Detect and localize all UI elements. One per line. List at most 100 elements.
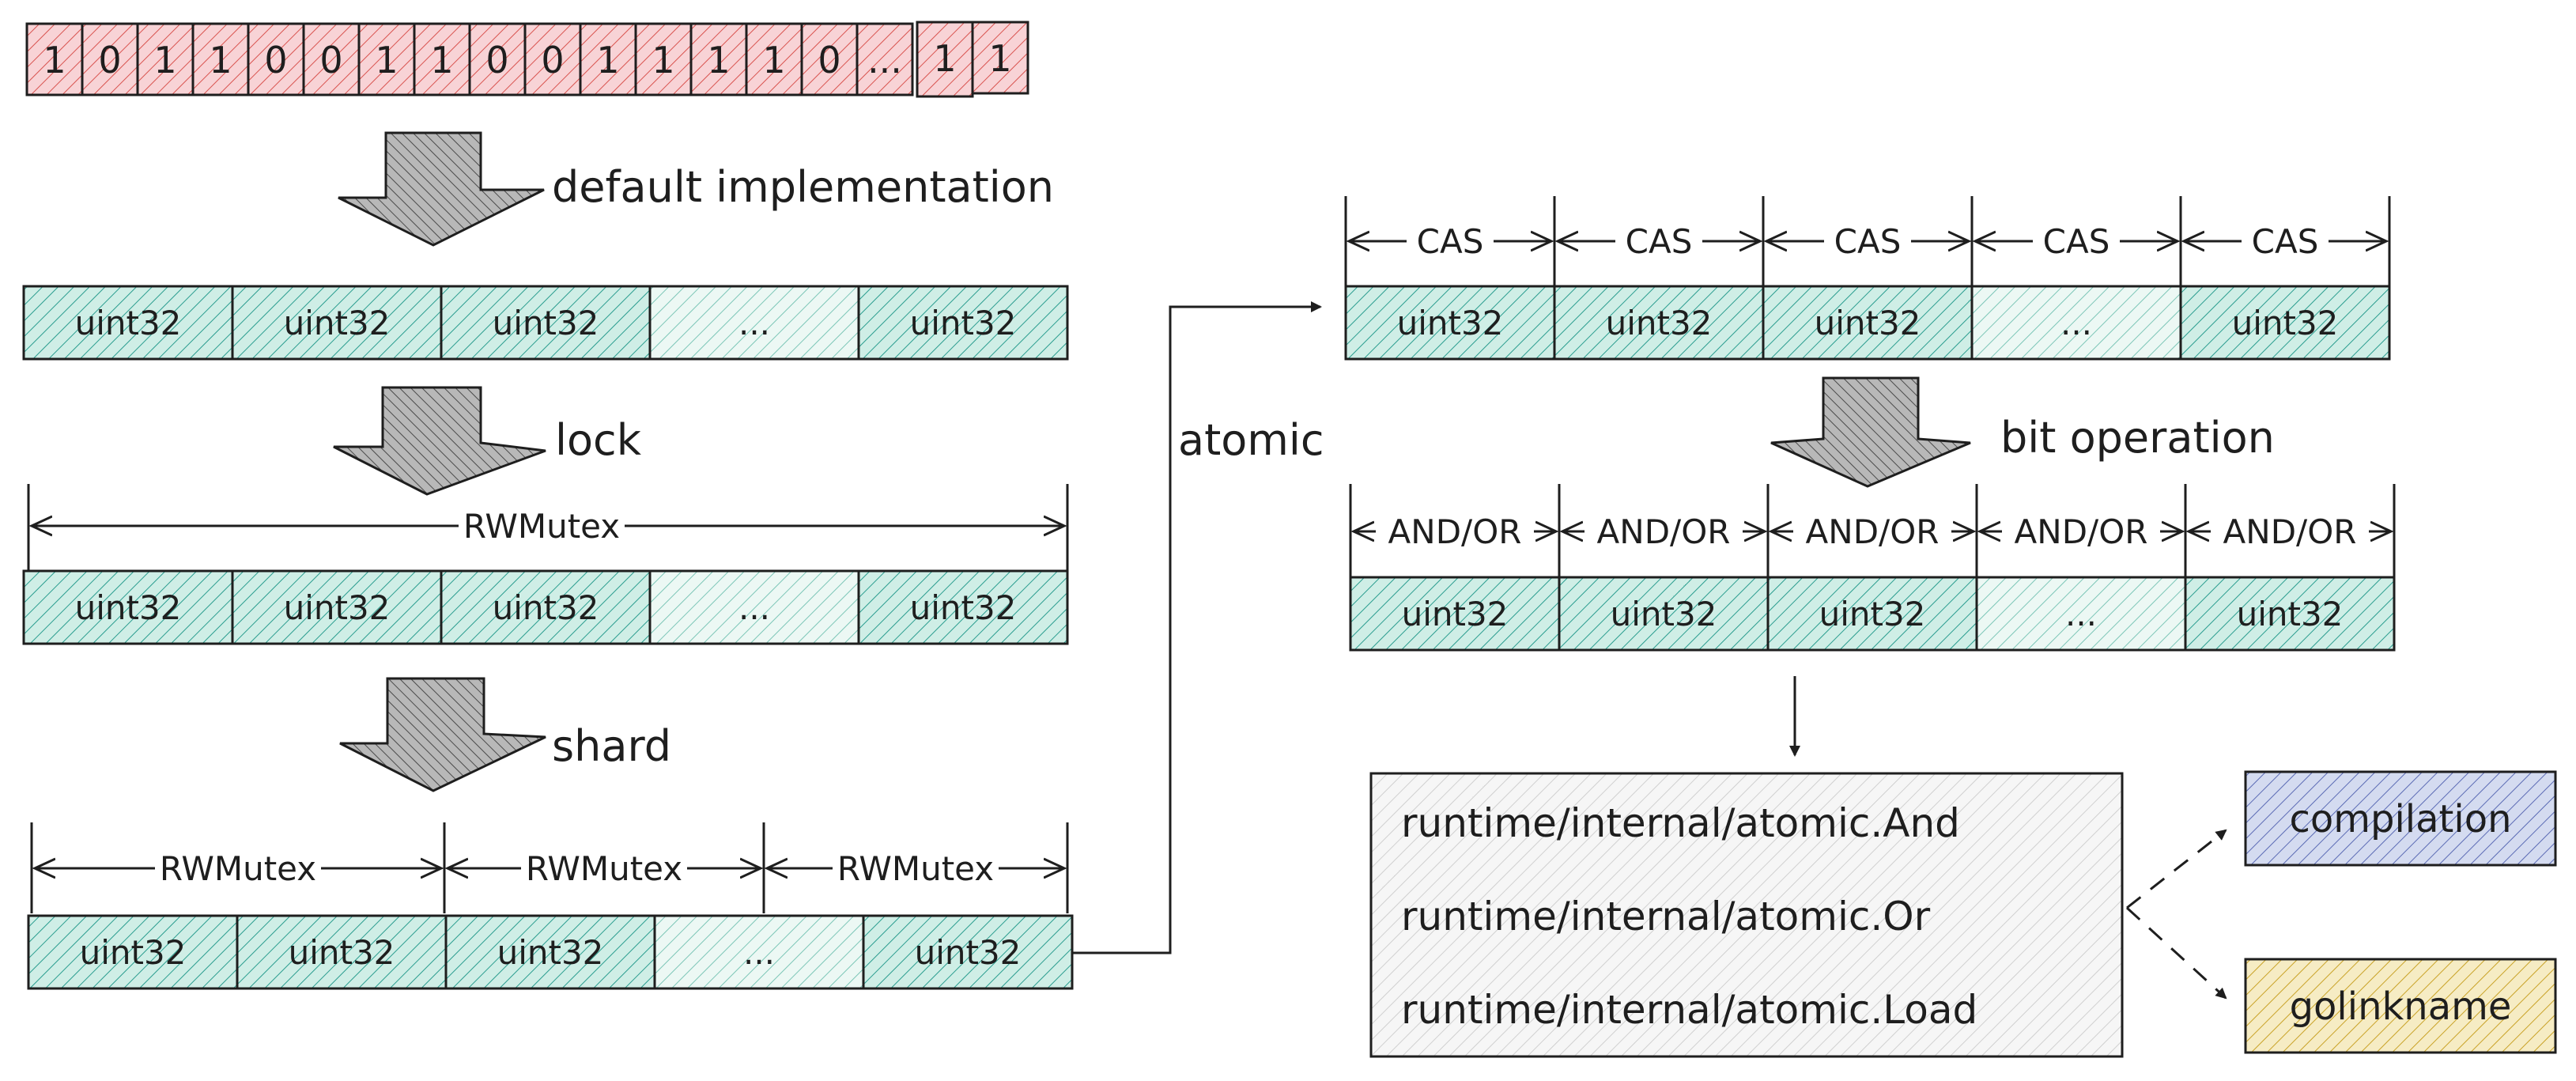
word-label: uint32	[493, 304, 599, 342]
and-or-span: AND/OR	[1771, 512, 1974, 551]
word-label: uint32	[910, 588, 1017, 627]
cas-span-label: CAS	[2043, 222, 2110, 261]
word-label: uint32	[493, 588, 599, 627]
shard-rwmutex-label: RWMutex	[526, 849, 682, 888]
word-label: uint32	[284, 304, 391, 342]
shard-rwmutex-label: RWMutex	[160, 849, 316, 888]
down-arrow-shard	[339, 677, 546, 792]
word-label: uint32	[284, 588, 391, 627]
word-cell: ...	[1975, 576, 2187, 652]
word-cell: uint32	[857, 285, 1069, 361]
bit-cell: ...	[856, 22, 914, 96]
word-label: uint32	[1815, 304, 1921, 342]
word-label: ...	[2065, 595, 2097, 633]
cas-span-label: CAS	[1626, 222, 1693, 261]
word-cell: uint32	[27, 914, 239, 990]
bit-value: 1	[596, 39, 619, 81]
word-cell: uint32	[444, 914, 656, 990]
bit-cell: 1	[25, 22, 84, 96]
runtime-func-load: runtime/internal/atomic.Load	[1401, 987, 1977, 1033]
bit-value: 1	[209, 39, 232, 81]
and-or-span-label: AND/OR	[1597, 512, 1731, 551]
bit-value: 0	[98, 39, 121, 81]
word-row-bitop: uint32 uint32 uint32... uint32	[1349, 576, 2396, 652]
bit-cell: 1	[634, 22, 693, 96]
word-label: uint32	[910, 304, 1017, 342]
bit-value: 1	[375, 39, 398, 81]
caption-default-implementation: default implementation	[552, 162, 1054, 212]
shard-rwmutex-span: RWMutex	[35, 849, 441, 888]
word-label: uint32	[1402, 595, 1509, 633]
and-or-span: AND/OR	[1354, 512, 1556, 551]
word-cell: uint32	[1766, 576, 1978, 652]
bit-cell: 0	[302, 22, 361, 96]
word-label: ...	[738, 588, 770, 627]
bit-value: 1	[430, 39, 453, 81]
shard-rwmutex-span: RWMutex	[767, 849, 1064, 888]
runtime-code-box: runtime/internal/atomic.And runtime/inte…	[1369, 772, 2124, 1058]
caption-shard: shard	[552, 721, 671, 771]
shard-rwmutex-span: RWMutex	[448, 849, 761, 888]
cas-span-label: CAS	[1834, 222, 1902, 261]
word-label: uint32	[80, 933, 187, 972]
word-cell: uint32	[231, 569, 443, 645]
word-cell: uint32	[1558, 576, 1770, 652]
bit-value: 1	[652, 39, 674, 81]
bit-value: 1	[153, 39, 176, 81]
bit-value: 0	[319, 39, 342, 81]
word-row-lock: uint32 uint32 uint32... uint32	[22, 569, 1069, 645]
bit-cell: 1	[136, 22, 195, 96]
word-cell: uint32	[22, 569, 234, 645]
word-label: uint32	[1819, 595, 1926, 633]
word-label: uint32	[75, 588, 182, 627]
word-cell: uint32	[1762, 285, 1974, 361]
bit-cell: 0	[523, 22, 582, 96]
word-label: uint32	[2232, 304, 2339, 342]
word-label: uint32	[1611, 595, 1717, 633]
bit-cell: 0	[81, 22, 139, 96]
cas-span: CAS	[1766, 222, 1969, 261]
bit-cell: 0	[247, 22, 305, 96]
word-cell: uint32	[440, 569, 652, 645]
bit-value: 0	[264, 39, 287, 81]
and-or-span-label: AND/OR	[2015, 512, 2148, 551]
word-cell: ...	[648, 569, 860, 645]
and-or-span: AND/OR	[1562, 512, 1765, 551]
bit-value: 1	[762, 39, 785, 81]
bit-value: 1	[988, 37, 1011, 80]
and-or-span-label: AND/OR	[1388, 512, 1522, 551]
bit-cell: 1	[191, 22, 250, 96]
bit-cell: 1	[413, 22, 471, 96]
and-or-span-label: AND/OR	[1806, 512, 1940, 551]
word-cell: uint32	[862, 914, 1074, 990]
bit-cell: 1	[579, 22, 637, 96]
word-cell: uint32	[857, 569, 1069, 645]
down-arrow-default	[338, 131, 545, 247]
word-label: uint32	[2237, 595, 2344, 633]
word-cell: uint32	[1553, 285, 1765, 361]
bit-cell: 1	[689, 22, 748, 96]
word-label: ...	[743, 933, 775, 972]
dashed-arrows	[2125, 829, 2227, 1000]
bit-value: 0	[818, 39, 840, 81]
bit-value: 1	[43, 39, 66, 81]
word-cell: uint32	[1349, 576, 1561, 652]
and-or-span: AND/OR	[1980, 512, 2182, 551]
down-arrow-lock	[333, 386, 546, 496]
compilation-box: compilation	[2244, 770, 2557, 867]
bit-cell: 0	[468, 22, 527, 96]
caption-lock: lock	[555, 415, 642, 465]
bit-value: ...	[867, 39, 902, 81]
and-or-span-label: AND/OR	[2223, 512, 2357, 551]
word-cell: uint32	[22, 285, 234, 361]
word-cell: uint32	[2184, 576, 2396, 652]
cas-span-label: CAS	[1417, 222, 1484, 261]
word-label: ...	[2060, 304, 2092, 342]
down-arrow-bit-operation	[1770, 376, 1971, 488]
word-cell: uint32	[440, 285, 652, 361]
